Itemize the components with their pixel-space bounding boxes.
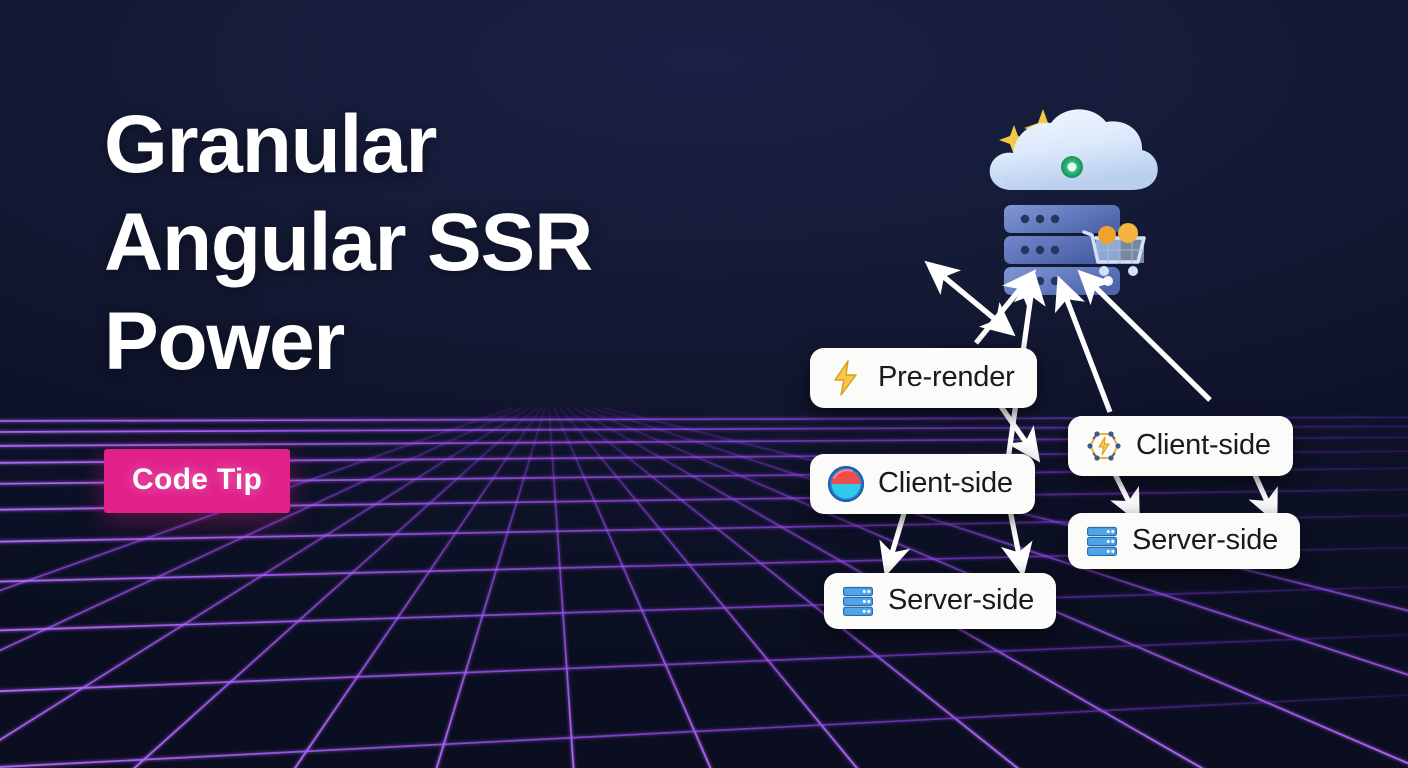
node-label: Client-side [1136, 428, 1271, 461]
node-server-side-left[interactable]: Server-side [824, 573, 1057, 629]
shopping-cart-icon [1082, 223, 1146, 276]
node-label: Client-side [878, 466, 1013, 499]
status-badge: Code Tip [104, 449, 291, 514]
network-hub-lightning-icon [1087, 431, 1121, 461]
badge-container: Code Tip [104, 449, 744, 514]
node-label: Server-side [888, 583, 1035, 616]
node-pre-render[interactable]: Pre-render [810, 348, 1037, 408]
lightning-bolt-icon [834, 360, 857, 396]
red-blue-sphere-icon [827, 465, 865, 503]
cloud-icon [989, 109, 1158, 190]
server-rack-icon [1087, 526, 1117, 556]
hero-text-column: Granular Angular SSR Power Code Tip [104, 96, 744, 514]
cloud-server-illustration [980, 80, 1180, 310]
node-label: Pre-render [878, 360, 1015, 393]
page-title: Granular Angular SSR Power [104, 99, 593, 387]
node-label: Server-side [1132, 523, 1279, 556]
server-rack-icon [843, 586, 873, 616]
node-client-side-right[interactable]: Client-side [1068, 416, 1293, 476]
node-client-side-left[interactable]: Client-side [810, 454, 1035, 514]
ssr-architecture-diagram: Pre-render Client-side [780, 60, 1408, 680]
node-server-side-right[interactable]: Server-side [1068, 513, 1301, 569]
